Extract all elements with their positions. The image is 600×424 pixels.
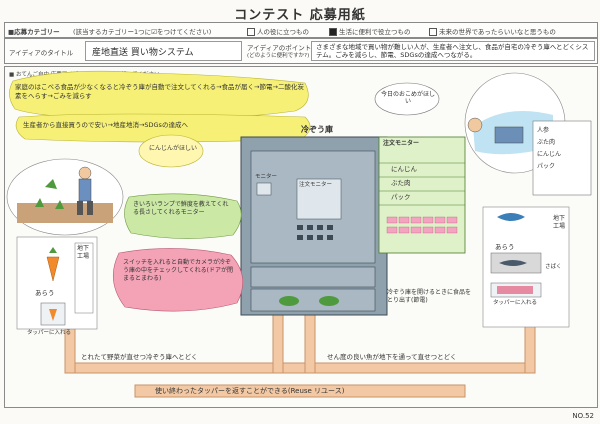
category-option-3[interactable]: 未来の世界であったらいいなと思うもの [423,26,556,36]
illustration-svg [6,70,592,398]
cut-label: さばく [545,264,562,270]
order-list-item: ぶた肉 [537,139,556,146]
order-list-item: 人参 [537,127,550,134]
bottom-right-note: せん度の良い魚が地下を通って直せつとどく [327,353,457,361]
side-monitor-title: 注文モニター [383,140,420,147]
green-note-bubble [124,193,242,239]
idea-row: アイディアのタイトル 産地直送 買い物システム アイディアのポイント (どのよう… [4,38,598,64]
order-list: 人参 ぶた肉 にんじん パック [537,125,589,173]
tupper-right-label: タッパーに入れる [493,300,538,306]
side-monitor-item-2: ぶた肉 [391,179,411,187]
wash-left-label: あらう [35,289,55,297]
idea-title-field[interactable]: 産地直送 買い物システム [85,41,242,61]
checkbox-checked-icon [329,28,337,36]
freshness-note: きいろいランプで鮮度を教えてくれる長さしてくれるモニター [133,201,229,216]
underground-left-label: 地下工場 [77,245,90,260]
side-monitor-item-3: パック [391,193,411,201]
order-list-card [532,120,592,196]
order-monitor-panel [378,136,466,254]
left-underground [16,236,98,330]
fridge-drawing [240,136,388,316]
category-label: ■応募カテゴリー [8,28,60,36]
yellow-note-bubble [9,70,309,120]
checkbox-icon [247,28,255,36]
middle-note: 生産者から直接買うので安い→地産地消→SDGsの達成へ [23,121,188,129]
illustration-area: ■ おてんご自由 応募アイディアのイラストを描いてください [4,66,598,408]
right-underground [482,206,570,328]
underground-right-label: 地下工場 [553,215,566,230]
farm-scene [6,158,124,236]
top-left-note: 家庭のはこべる食品が少なくなると冷ぞう庫が自動で注文してくれる→食品が届く→節電… [15,83,304,100]
monitor-label: モニター [255,174,278,180]
entry-id: NO.52 [572,412,594,420]
rice-wish-bubble [374,82,440,116]
pink-note-bubble [112,248,244,312]
carrot-wish-text: にんじんがほしい [148,145,197,152]
rice-wish-text: 今日のおこめがほしい [381,91,436,105]
fridge-label: 冷ぞう庫 [301,125,333,134]
pipe-routes [64,306,536,398]
idea-point-label: アイディアのポイント [247,44,312,52]
checkbox-icon [429,28,437,36]
idea-title-label: アイディアのタイトル [9,49,74,57]
switch-note: スイッチを入れると自動でカメラが冷ぞう庫の中をチェックしてくれる(ドアが閉まると… [123,259,233,282]
page-title: コンテスト 応募用紙 [234,8,366,23]
wash-right-label: あらう [495,243,515,251]
idea-point-hint: (どのように便利ですか?) [247,53,310,59]
category-hint: (該当するカテゴリー1つに☑をつけてください) [73,28,212,36]
tupper-left-label: タッパーに入れる [27,330,72,336]
order-list-item: パック [537,163,556,170]
carrot-wish-bubble [138,134,204,168]
order-monitor-label: 注文モニター [299,182,333,188]
side-monitor-item-1: にんじん [391,165,417,173]
order-list-item: にんじん [537,151,562,158]
bottom-left-note: とれたて野菜が直せつ冷ぞう庫へとどく [81,353,198,361]
category-option-2[interactable]: 生活に便利で役立つもの [323,26,411,36]
category-option-1[interactable]: 人の役に立つもの [241,26,309,36]
reuse-note: 使い終わったタッパーを返すことができる(Reuse リユース) [155,387,345,395]
idea-point-field[interactable]: さまざまな地域で買い物が難しい人が、生産者へ注文し、食品が自宅の冷ぞう庫へとどく… [311,41,595,61]
category-row: ■応募カテゴリー (該当するカテゴリー1つに☑をつけてください) 人の役に立つも… [4,22,598,38]
right-bottom-note: 冷ぞう庫を開けるときに食品をとり出す(節電) [387,289,472,304]
